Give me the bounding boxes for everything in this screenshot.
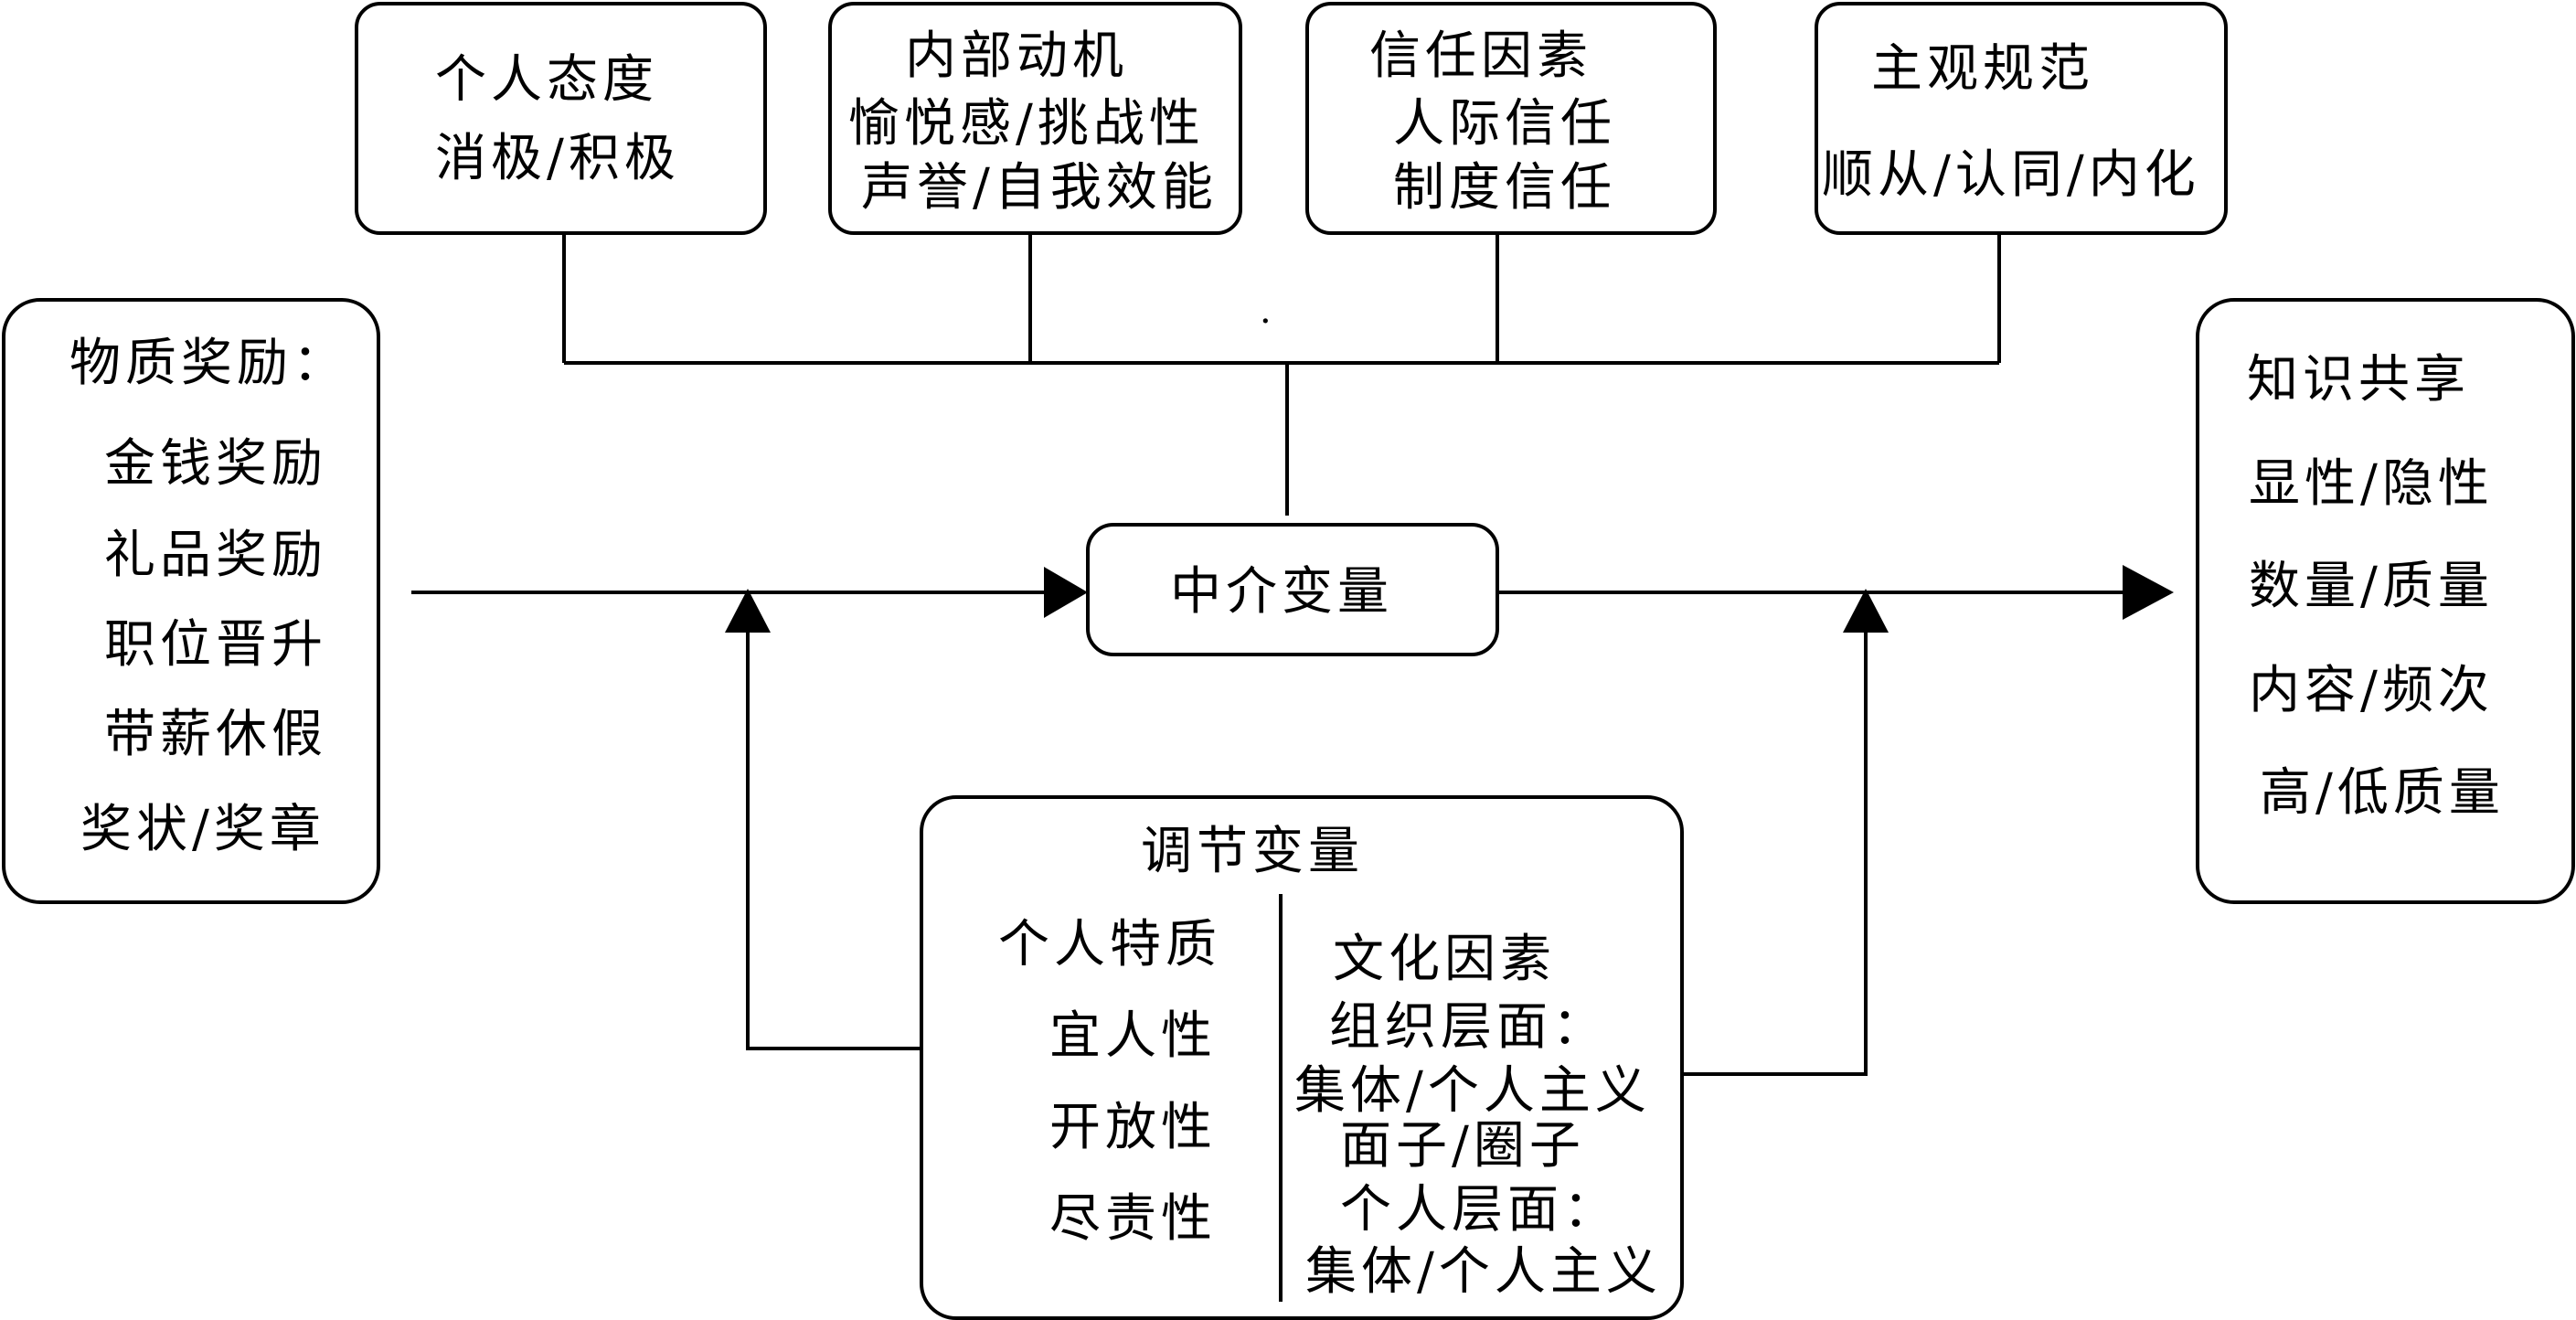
rewards-item: 带薪休假 (104, 705, 327, 764)
trust-line-2: 制度信任 (1393, 158, 1616, 218)
arrow-moderate-right (1843, 589, 1889, 633)
attitude-box: 个人态度 消极/积极 (355, 2, 767, 235)
moderator-left-line (746, 629, 920, 1050)
knowledge-item: 高/低质量 (2260, 763, 2505, 823)
norms-title: 主观规范 (1871, 39, 2094, 99)
arrow-moderate-left (725, 589, 771, 633)
moderator-right-line (1684, 629, 1868, 1076)
rewards-title: 物质奖励： (69, 334, 348, 393)
rewards-item: 礼品奖励 (104, 526, 327, 585)
rewards-item: 金钱奖励 (104, 434, 327, 494)
knowledge-title: 知识共享 (2247, 350, 2470, 410)
culture-line: 集体/个人主义 (1294, 1061, 1651, 1121)
moderator-box: 调节变量 个人特质 宜人性 开放性 尽责性 文化因素 组织层面： 集体/个人主义… (920, 795, 1684, 1320)
moderator-divider (1279, 894, 1283, 1302)
trust-title: 信任因素 (1369, 27, 1592, 86)
moderator-title: 调节变量 (1141, 822, 1364, 881)
trust-line-1: 人际信任 (1393, 94, 1616, 154)
mediator-label: 中介变量 (1170, 562, 1393, 622)
attitude-line: 消极/积极 (435, 129, 680, 188)
motivation-line-1: 愉悦感/挑战性 (848, 94, 1205, 154)
attitude-title: 个人态度 (435, 50, 658, 110)
motivation-box: 内部动机 愉悦感/挑战性 声誉/自我效能 (828, 2, 1242, 235)
culture-line: 组织层面： (1329, 997, 1608, 1057)
motivation-line-2: 声誉/自我效能 (861, 158, 1218, 218)
culture-line: 面子/圈子 (1340, 1116, 1585, 1176)
knowledge-item: 显性/隐性 (2249, 454, 2494, 514)
norms-line: 顺从/认同/内化 (1822, 145, 2200, 205)
arrow-into-mediator (1044, 567, 1088, 618)
personal-trait-item: 开放性 (1049, 1098, 1217, 1157)
knowledge-sharing-box: 知识共享 显性/隐性 数量/质量 内容/频次 高/低质量 (2196, 298, 2575, 904)
motivation-title: 内部动机 (905, 27, 1128, 86)
rewards-item: 职位晋升 (104, 615, 327, 675)
mediator-box: 中介变量 (1086, 523, 1499, 656)
culture-line: 个人层面： (1340, 1180, 1619, 1240)
rewards-item: 奖状/奖章 (80, 800, 325, 859)
personal-traits-title: 个人特质 (998, 915, 1221, 974)
norms-box: 主观规范 顺从/认同/内化 (1815, 2, 2228, 235)
culture-line: 集体/个人主义 (1305, 1242, 1662, 1302)
dot-mark: · (1260, 301, 1276, 343)
material-rewards-box: 物质奖励： 金钱奖励 礼品奖励 职位晋升 带薪休假 奖状/奖章 (2, 298, 380, 904)
trust-box: 信任因素 人际信任 制度信任 (1305, 2, 1717, 235)
personal-trait-item: 尽责性 (1049, 1189, 1217, 1249)
arrow-into-knowledge (2123, 565, 2174, 620)
knowledge-item: 数量/质量 (2249, 557, 2494, 616)
knowledge-item: 内容/频次 (2249, 661, 2494, 720)
personal-trait-item: 宜人性 (1049, 1006, 1217, 1066)
culture-line: 文化因素 (1333, 930, 1556, 989)
